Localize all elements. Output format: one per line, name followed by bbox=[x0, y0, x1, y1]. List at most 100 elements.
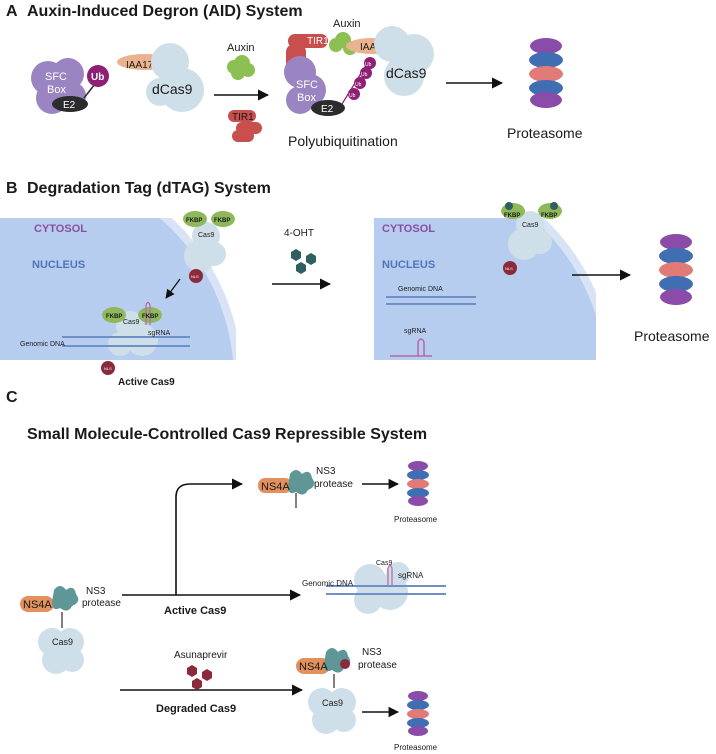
dcas9-label-1: dCas9 bbox=[152, 81, 193, 97]
nls-label-2: NLS bbox=[104, 366, 112, 371]
fkbp-label-3: FKBP bbox=[106, 314, 122, 320]
auxin-label-1: Auxin bbox=[227, 42, 255, 54]
panel-c-letter: C bbox=[6, 389, 18, 406]
proteasome-c1 bbox=[407, 461, 429, 506]
drug-4oht bbox=[291, 249, 316, 274]
panel-b-letter: B bbox=[6, 180, 18, 197]
ns3-label-3a: NS3 bbox=[362, 647, 382, 658]
cytosol-label-2: CYTOSOL bbox=[382, 223, 435, 235]
cas9-label-c3: Cas9 bbox=[322, 698, 343, 708]
cytosol-label-1: CYTOSOL bbox=[34, 223, 87, 235]
dcas9-shape-2 bbox=[374, 26, 434, 96]
e2-label-1: E2 bbox=[63, 100, 76, 111]
dcas9-label-2: dCas9 bbox=[386, 65, 427, 81]
polyub-chain bbox=[341, 57, 376, 105]
auxin-shape-1 bbox=[227, 55, 255, 80]
cas9-label-b3: Cas9 bbox=[522, 222, 538, 229]
nucleus-label-2: NUCLEUS bbox=[382, 259, 435, 271]
fkbp-label-5: FKBP bbox=[504, 213, 520, 219]
ub-label: Ub bbox=[91, 72, 104, 83]
panel-a: A Auxin-Induced Degron (AID) System SFC … bbox=[6, 3, 583, 149]
ns3-label-3b: protease bbox=[358, 660, 397, 671]
cas9-cytosol-2 bbox=[501, 202, 562, 275]
cas9-label-b1: Cas9 bbox=[198, 232, 214, 239]
cas9-label-b2: Cas9 bbox=[123, 319, 139, 326]
fkbp-label-6: FKBP bbox=[541, 213, 557, 219]
ub-mini-3: Ub bbox=[361, 72, 368, 78]
fkbp-label-2: FKBP bbox=[214, 218, 230, 224]
sfc-label-2: Box bbox=[47, 84, 66, 96]
sfc-box-shape-2 bbox=[284, 56, 326, 114]
e2-label-2: E2 bbox=[321, 104, 334, 115]
ub-mini-2: Ub bbox=[355, 82, 362, 88]
ns3-top bbox=[258, 470, 315, 508]
ns3-label-1b: protease bbox=[82, 598, 121, 609]
cas9-degraded bbox=[296, 648, 356, 734]
dcas9-shape-1 bbox=[146, 43, 204, 112]
cas9-dna-c bbox=[326, 562, 446, 614]
ub-shape bbox=[87, 65, 109, 87]
genomic-dna-label-1: Genomic DNA bbox=[20, 341, 65, 348]
genomic-dna-label-c: Genomic DNA bbox=[302, 579, 354, 588]
sgrna-label-c: sgRNA bbox=[398, 571, 424, 580]
ub-mini-1: Ub bbox=[349, 93, 356, 99]
panel-a-title: Auxin-Induced Degron (AID) System bbox=[27, 3, 303, 20]
drug-label-c: Asunaprevir bbox=[174, 650, 228, 661]
proteasome-a bbox=[529, 38, 563, 108]
ns4a-label-3: NS4A bbox=[299, 661, 328, 673]
cas9-start bbox=[20, 586, 84, 674]
ns4a-label-2: NS4A bbox=[261, 481, 290, 493]
ns3-label-2a: NS3 bbox=[316, 466, 336, 477]
nls-label-1: NLS bbox=[191, 274, 199, 279]
proteasome-label-b: Proteasome bbox=[634, 328, 710, 344]
proteasome-c2 bbox=[407, 691, 429, 736]
arrow-b-import bbox=[165, 278, 181, 299]
auxin-label-2: Auxin bbox=[333, 18, 361, 30]
fkbp-label-4: FKBP bbox=[142, 314, 158, 320]
sgrna-label-1: sgRNA bbox=[148, 330, 171, 337]
proteasome-b bbox=[659, 234, 693, 305]
panel-b-title: Degradation Tag (dTAG) System bbox=[27, 180, 271, 197]
e2-shape bbox=[52, 96, 88, 112]
cell-left bbox=[0, 218, 236, 360]
nucleus-label-1: NUCLEUS bbox=[32, 259, 85, 271]
proteasome-label-c1: Proteasome bbox=[394, 515, 438, 524]
dna-right bbox=[386, 296, 476, 305]
active-cas9-label-b: Active Cas9 bbox=[118, 377, 175, 388]
cas9-label-c1: Cas9 bbox=[52, 637, 73, 647]
sgrna-label-2: sgRNA bbox=[404, 328, 427, 335]
tir1-shape-1 bbox=[228, 110, 262, 142]
active-cas9-label-c: Active Cas9 bbox=[164, 605, 226, 617]
panel-c: C Small Molecule-Controlled Cas9 Repress… bbox=[6, 389, 446, 752]
proteasome-label-a: Proteasome bbox=[507, 125, 583, 141]
arrow-c-up bbox=[175, 478, 244, 595]
panel-a-letter: A bbox=[6, 3, 18, 20]
sgrna-right bbox=[390, 338, 432, 357]
tir1-label-1: TIR1 bbox=[232, 112, 254, 123]
ns4a-label-1: NS4A bbox=[23, 599, 52, 611]
panel-c-title: Small Molecule-Controlled Cas9 Repressib… bbox=[27, 426, 427, 443]
panel-b: B Degradation Tag (dTAG) System CYTOSOL … bbox=[0, 180, 710, 388]
iaa17-label-2: IAA17 bbox=[360, 42, 388, 53]
sfc-label-3: SFC bbox=[296, 79, 318, 91]
cas9-nucleus-complex bbox=[62, 301, 190, 375]
proteasome-label-c2: Proteasome bbox=[394, 743, 438, 752]
sfc-label-1: SFC bbox=[45, 71, 67, 83]
e2-shape-2 bbox=[311, 100, 345, 116]
iaa17-label-1: IAA17 bbox=[126, 60, 154, 71]
genomic-dna-label-2: Genomic DNA bbox=[398, 286, 443, 293]
nls-label-3: NLS bbox=[505, 266, 513, 271]
fkbp-label-1: FKBP bbox=[186, 218, 202, 224]
tir1-label-2: TIR1 bbox=[307, 36, 329, 47]
sfc-label-4: Box bbox=[297, 92, 316, 104]
polyubiquitination-label: Polyubiquitination bbox=[288, 133, 398, 149]
drug-asunaprevir bbox=[187, 665, 212, 690]
drug-label-b: 4-OHT bbox=[284, 228, 314, 239]
cas9-label-c2: Cas9 bbox=[376, 560, 392, 567]
ns3-label-1a: NS3 bbox=[86, 586, 106, 597]
cas9-cytosol-1 bbox=[183, 211, 235, 283]
ub-mini-4: Ub bbox=[365, 62, 372, 68]
degraded-cas9-label: Degraded Cas9 bbox=[156, 703, 236, 715]
ns3-label-2b: protease bbox=[314, 479, 353, 490]
